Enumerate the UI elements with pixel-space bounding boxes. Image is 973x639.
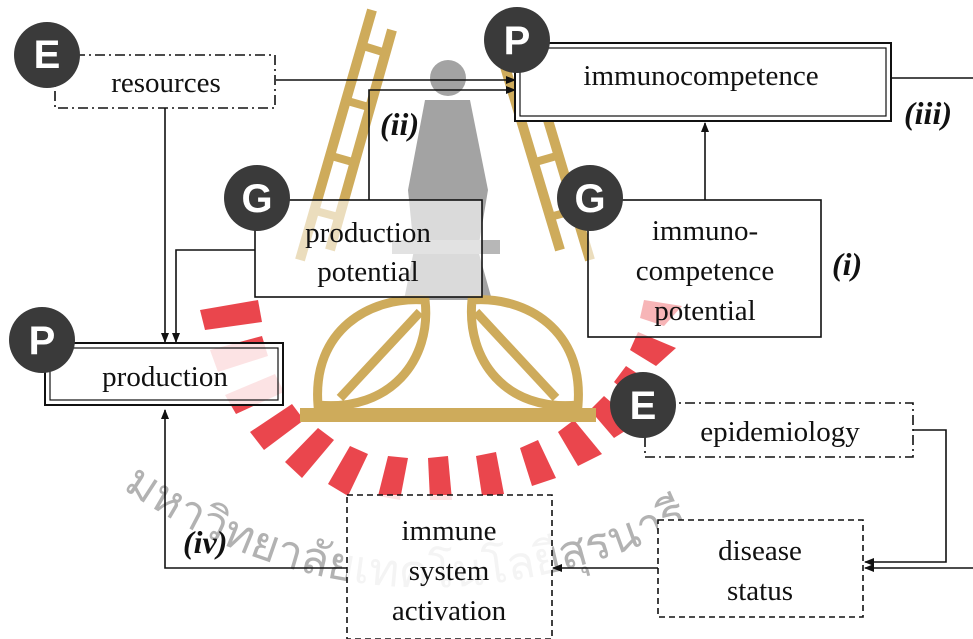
node-production-potential-line1: production: [305, 217, 431, 249]
node-immune-system-activation: immune system activation: [347, 495, 552, 639]
pathway-label-iv: (iv): [183, 524, 227, 560]
node-immunocompetence-label: immunocompetence: [583, 60, 818, 92]
node-epidemiology: epidemiology: [645, 403, 913, 457]
node-immunocompetence-potential: immuno- competence potential: [588, 200, 821, 337]
node-epidemiology-label: epidemiology: [700, 416, 860, 448]
svg-text:P: P: [29, 319, 56, 363]
node-disease-status-line1: disease: [718, 535, 802, 567]
node-immune-system-activation-line1: immune: [401, 515, 496, 547]
pathway-label-iii: (iii): [904, 95, 952, 131]
badge-resources-e: E: [14, 22, 80, 88]
svg-text:G: G: [574, 177, 605, 221]
svg-text:E: E: [34, 33, 61, 77]
node-disease-status-line2: status: [727, 575, 793, 607]
svg-text:E: E: [630, 384, 657, 428]
node-resources: resources: [55, 55, 275, 108]
svg-text:P: P: [504, 19, 531, 63]
badge-production-p: P: [9, 307, 75, 373]
emblem-gold-leaves: [300, 300, 596, 422]
node-production-potential: production potential: [255, 200, 482, 297]
node-disease-status: disease status: [658, 520, 863, 617]
pathway-label-i: (i): [832, 246, 862, 282]
node-production-potential-line2: potential: [317, 256, 418, 288]
node-immunocompetence-potential-line1: immuno-: [652, 215, 758, 247]
pathway-label-ii: (ii): [380, 106, 419, 142]
connectors: [165, 78, 973, 568]
badge-epidemiology-e: E: [610, 372, 676, 438]
node-production: production: [45, 343, 283, 405]
node-resources-label: resources: [111, 67, 221, 99]
node-immune-system-activation-line2: system: [409, 555, 490, 587]
node-immunocompetence-potential-line3: potential: [654, 295, 755, 327]
badge-production-potential-g: G: [224, 165, 290, 231]
node-immune-system-activation-line3: activation: [392, 595, 507, 627]
node-production-label: production: [102, 361, 228, 393]
node-immunocompetence: immunocompetence: [515, 43, 891, 121]
badge-immunocompetence-potential-g: G: [557, 165, 623, 231]
node-immunocompetence-potential-line2: competence: [636, 255, 774, 287]
badge-immunocompetence-p: P: [484, 7, 550, 73]
svg-text:G: G: [241, 177, 272, 221]
